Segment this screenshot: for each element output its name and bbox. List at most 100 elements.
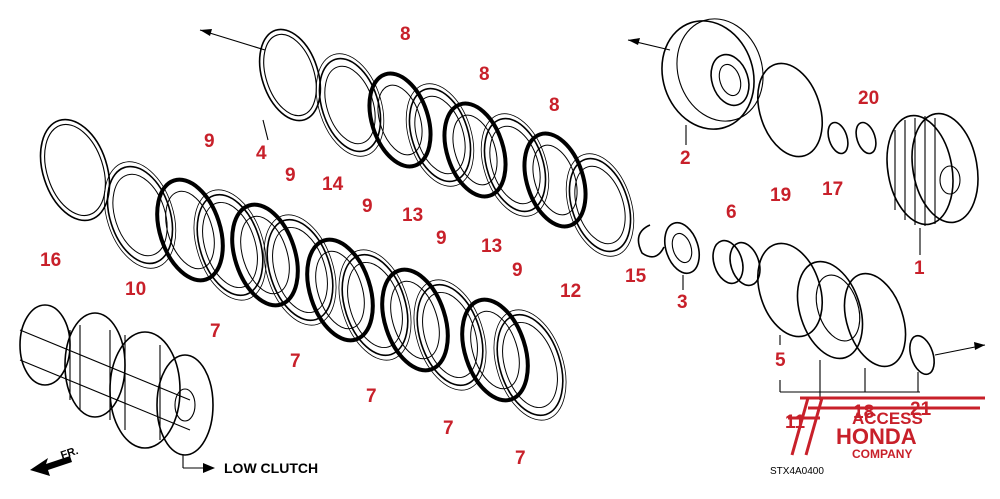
steel-plate-inner bbox=[324, 65, 376, 145]
part-label-9: 9 bbox=[512, 260, 523, 281]
friction-plate bbox=[155, 177, 225, 283]
part-label-1: 1 bbox=[914, 258, 925, 279]
steel-plate-teeth bbox=[193, 189, 267, 301]
snap-ring-4 bbox=[199, 28, 322, 122]
part-label-13: 13 bbox=[481, 236, 502, 257]
part-label-8: 8 bbox=[479, 64, 490, 85]
part-label-19: 19 bbox=[770, 185, 791, 206]
steel-plate-teeth bbox=[263, 214, 337, 326]
part-label-10: 10 bbox=[125, 279, 146, 300]
steel-plate-inner bbox=[574, 165, 626, 245]
steel-plate bbox=[483, 117, 547, 213]
friction-plate bbox=[367, 71, 433, 169]
ring-17 bbox=[827, 121, 849, 155]
steel-plate bbox=[318, 57, 382, 153]
friction-plate bbox=[522, 131, 588, 229]
part-label-15: 15 bbox=[625, 266, 647, 287]
friction-plate-inner bbox=[240, 215, 290, 295]
steel-plate-inner bbox=[489, 125, 541, 205]
friction-plate-inner bbox=[532, 144, 578, 216]
friction-plate bbox=[442, 101, 508, 199]
friction-plate-inner bbox=[452, 114, 498, 186]
friction-plate-inner bbox=[377, 84, 423, 156]
steel-plate-teeth bbox=[413, 279, 487, 391]
o-ring-19 bbox=[757, 62, 823, 158]
part-label-9: 9 bbox=[285, 165, 296, 186]
steel-plate-teeth bbox=[480, 113, 550, 217]
part-label-7: 7 bbox=[515, 448, 526, 469]
steel-plate-teeth bbox=[405, 83, 475, 187]
o-ring-5 bbox=[757, 242, 823, 338]
low-clutch-caption: LOW CLUTCH bbox=[224, 460, 318, 476]
steel-plate bbox=[568, 157, 632, 253]
friction-plate bbox=[230, 202, 300, 308]
part-label-7: 7 bbox=[210, 321, 221, 342]
diagram-code: STX4A0400 bbox=[770, 466, 824, 477]
steel-plate bbox=[341, 253, 409, 357]
caption-arrow bbox=[203, 463, 215, 473]
part-label-14: 14 bbox=[322, 174, 344, 195]
watermark-line1: ACCESS bbox=[852, 409, 923, 428]
part-label-9: 9 bbox=[436, 228, 447, 249]
part-label-4: 4 bbox=[256, 143, 267, 164]
part-label-13: 13 bbox=[402, 205, 423, 226]
part-label-9: 9 bbox=[204, 131, 215, 152]
steel-plate bbox=[408, 87, 472, 183]
part-label-6: 6 bbox=[726, 202, 737, 223]
part-label-9: 9 bbox=[362, 196, 373, 217]
clip-15 bbox=[637, 224, 665, 258]
friction-plate-inner bbox=[390, 280, 440, 360]
friction-plate bbox=[305, 237, 375, 343]
steel-plate-inner bbox=[347, 261, 403, 349]
spring-6 bbox=[712, 239, 761, 287]
ring-20 bbox=[855, 121, 877, 155]
steel-plate-inner bbox=[272, 226, 328, 314]
o-ring-18 bbox=[843, 272, 907, 368]
bearing-3 bbox=[663, 221, 701, 275]
snap-ring-21 bbox=[909, 334, 986, 376]
piston-11 bbox=[796, 260, 864, 360]
parts-illustration bbox=[19, 18, 986, 476]
steel-plate-inner bbox=[422, 291, 478, 379]
front-label: FR. bbox=[59, 445, 80, 462]
part-label-7: 7 bbox=[443, 418, 454, 439]
steel-plate bbox=[106, 165, 174, 265]
steel-plate bbox=[496, 313, 564, 417]
access-honda-logo: ACCESS HONDA COMPANY bbox=[788, 396, 985, 461]
snap-ring-16 bbox=[39, 118, 111, 222]
part-label-8: 8 bbox=[549, 95, 560, 116]
friction-plate-inner bbox=[165, 190, 215, 270]
steel-plate bbox=[416, 283, 484, 387]
steel-plate bbox=[196, 193, 264, 297]
part-label-3: 3 bbox=[677, 292, 688, 313]
steel-plate-inner bbox=[112, 173, 168, 257]
friction-plate bbox=[460, 297, 530, 403]
steel-plate-teeth bbox=[338, 249, 412, 361]
steel-plate-inner bbox=[502, 321, 558, 409]
steel-plate-teeth bbox=[565, 153, 635, 257]
part-label-7: 7 bbox=[366, 386, 377, 407]
part-label-5: 5 bbox=[775, 350, 786, 371]
part-label-8: 8 bbox=[400, 24, 411, 45]
clutch-hub-1 bbox=[886, 112, 979, 226]
part-label-12: 12 bbox=[560, 281, 581, 302]
watermark-line3: COMPANY bbox=[852, 447, 912, 461]
leader-lines bbox=[262, 119, 921, 400]
part-label-16: 16 bbox=[40, 250, 61, 271]
steel-plate-teeth bbox=[493, 309, 567, 421]
friction-plate bbox=[380, 267, 450, 373]
steel-plate-teeth bbox=[103, 161, 177, 269]
part-label-20: 20 bbox=[858, 88, 879, 109]
mainshaft-assembly bbox=[19, 304, 214, 456]
clutch-drum-2 bbox=[627, 18, 764, 130]
part-label-2: 2 bbox=[680, 148, 691, 169]
steel-plate bbox=[266, 218, 334, 322]
part-label-17: 17 bbox=[822, 179, 843, 200]
steel-plate-inner bbox=[202, 201, 258, 289]
watermark-line2: HONDA bbox=[836, 424, 917, 449]
front-direction-arrow bbox=[30, 456, 72, 476]
clutch-plate-stack bbox=[103, 53, 635, 421]
friction-plate-inner bbox=[315, 250, 365, 330]
part-label-7: 7 bbox=[290, 351, 301, 372]
